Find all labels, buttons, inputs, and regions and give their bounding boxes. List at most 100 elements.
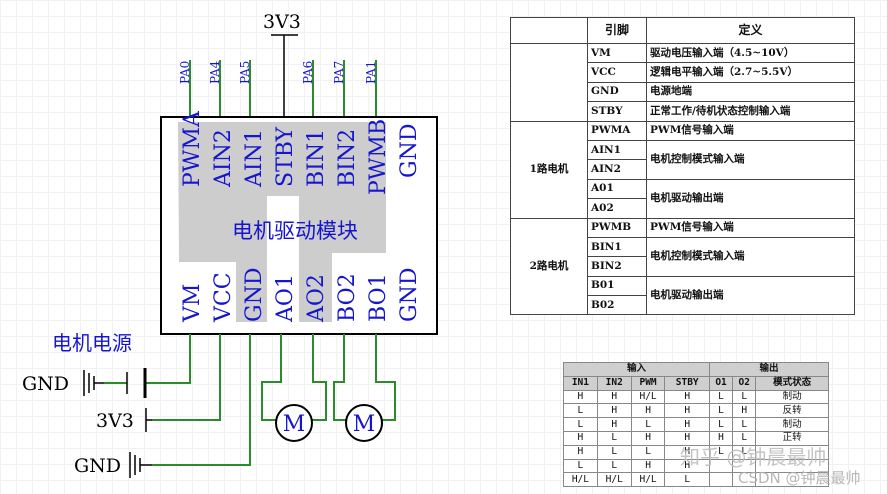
- pin-label-top: BIN2: [335, 129, 360, 187]
- ext-pin-label: PA1: [364, 61, 378, 84]
- table-row: AIN1 电机控制模式输入端: [511, 139, 855, 180]
- ext-pin-label: PA4: [208, 60, 222, 84]
- logic-cell: L: [563, 403, 598, 419]
- logic-cell: H: [630, 458, 666, 474]
- pin-cell: A01: [587, 178, 647, 200]
- pin-cell: B01: [587, 275, 647, 297]
- logic-cell: H: [563, 430, 598, 446]
- definition-cell: 电机驱动输出端: [646, 178, 855, 219]
- pin-cell: PWMA: [587, 120, 647, 141]
- definition-cell: PWM信号输入端: [646, 120, 855, 141]
- logic-column-cell: IN2: [596, 375, 632, 391]
- module-shaded-region: [178, 122, 386, 322]
- definition-cell: 正常工作/待机状态控制输入端: [646, 101, 855, 122]
- pin-label-bottom: AO2: [304, 274, 329, 323]
- logic-cell: L: [708, 389, 734, 405]
- motor-a-label: M: [283, 412, 306, 437]
- logic-column-cell: IN1: [563, 375, 598, 391]
- ext-pin-label: PA0: [178, 61, 192, 84]
- pin-cell: PWMB: [587, 217, 647, 238]
- logic-group-output: 输出: [708, 362, 830, 377]
- module-shaded-lower-left: [179, 253, 267, 322]
- pin-group-cell: [510, 43, 588, 122]
- ext-pin-label: PA5: [238, 61, 252, 84]
- logic-cell: 反转: [755, 403, 829, 419]
- pin-label-top: STBY: [273, 126, 298, 187]
- motor-a: M: [275, 404, 313, 442]
- logic-cell: [755, 472, 829, 488]
- pin-table-header-cell: 定义: [646, 17, 855, 44]
- logic-cell: L: [563, 417, 598, 432]
- definition-cell: 电机控制模式输入端: [646, 139, 855, 180]
- logic-cell: H: [563, 389, 598, 405]
- logic-cell: H: [596, 389, 632, 405]
- logic-cell: 制动: [755, 389, 829, 405]
- pin-group-cell: 1路电机: [510, 120, 588, 219]
- module-top-pin-labels: PWMA AIN2 AIN1 STBY BIN1 BIN2 PWMB GND: [180, 110, 422, 195]
- ext-pin-label: PA7: [332, 61, 346, 84]
- logic-cell: L: [596, 458, 632, 474]
- logic-cell: H: [664, 403, 710, 419]
- pin-label-bottom: GND: [242, 268, 267, 322]
- logic-group-input: 输入: [563, 362, 710, 377]
- watermark-zhihu: 知乎 @钟晨最帅: [680, 445, 827, 469]
- table-row: AIN2: [511, 159, 855, 180]
- logic-column-cell: PWM: [630, 375, 666, 391]
- pin-cell: GND: [587, 81, 647, 103]
- pin-label-bottom: BO2: [335, 273, 360, 322]
- definition-cell: 驱动电压输入端（4.5~10V）: [646, 42, 855, 64]
- logic-cell: H/L: [563, 472, 598, 488]
- logic-group-header: 输入 输出: [563, 362, 830, 377]
- net-label-gnd-2: GND: [74, 455, 121, 477]
- logic-cell: [708, 472, 734, 488]
- logic-column-cell: 模式状态: [755, 375, 829, 391]
- logic-column-cell: STBY: [664, 375, 710, 391]
- logic-cell: L: [596, 444, 632, 460]
- logic-cell: L: [630, 417, 666, 432]
- pin-label-top: PWMA: [180, 110, 205, 187]
- logic-column-header: IN1 IN2 PWM STBY O1 O2 模式状态: [563, 375, 829, 391]
- pin-cell: STBY: [587, 101, 647, 122]
- logic-cell: L: [708, 403, 734, 419]
- module-bottom-pin-labels: VM VCC GND AO1 AO2 BO2 BO1 GND: [180, 268, 422, 323]
- table-row: STBY 正常工作/待机状态控制输入端: [511, 101, 855, 122]
- logic-cell: H/L: [630, 389, 666, 405]
- logic-cell: [732, 472, 757, 488]
- logic-cell: L: [596, 430, 632, 446]
- logic-cell: L: [630, 444, 666, 460]
- logic-cell: H: [630, 430, 666, 446]
- logic-cell: H: [596, 403, 632, 419]
- pin-cell: B02: [587, 295, 647, 316]
- pin-label-bottom: GND: [397, 268, 422, 322]
- schematic-diagram: 3V3 PA0 PA4 PA5 PA6 PA7 PA1 PWMA AIN2 AI…: [22, 11, 438, 478]
- logic-cell: L: [732, 389, 757, 405]
- ground-symbol: [83, 370, 104, 396]
- definition-cell: 电机驱动输出端: [646, 275, 855, 316]
- logic-column-cell: O2: [732, 375, 757, 391]
- motor-b-label: M: [353, 412, 376, 437]
- logic-cell: H: [664, 389, 710, 405]
- logic-cell: H: [630, 403, 666, 419]
- supply-3v3-left: [145, 408, 152, 432]
- motor-b: M: [345, 404, 383, 442]
- definition-cell: 逻辑电平输入端（2.7~5.5V）: [646, 62, 855, 83]
- logic-cell: H: [732, 403, 757, 419]
- table-row: A01 电机驱动输出端: [511, 178, 855, 219]
- top-signal-wires: [189, 60, 377, 117]
- net-label-3v3: 3V3: [96, 410, 134, 432]
- pin-cell: BIN2: [587, 256, 647, 277]
- table-row: VM 驱动电压输入端（4.5~10V）: [510, 42, 855, 122]
- logic-cell: H: [596, 417, 632, 432]
- table-row: 1路电机 PWMA PWM信号输入端: [510, 120, 855, 219]
- logic-cell: 制动: [755, 417, 829, 432]
- table-row: A02: [511, 198, 855, 219]
- logic-cell: H/L: [630, 472, 666, 488]
- pin-table-header-cell: 引脚: [587, 17, 647, 44]
- pin-table-header-cell: [510, 17, 588, 44]
